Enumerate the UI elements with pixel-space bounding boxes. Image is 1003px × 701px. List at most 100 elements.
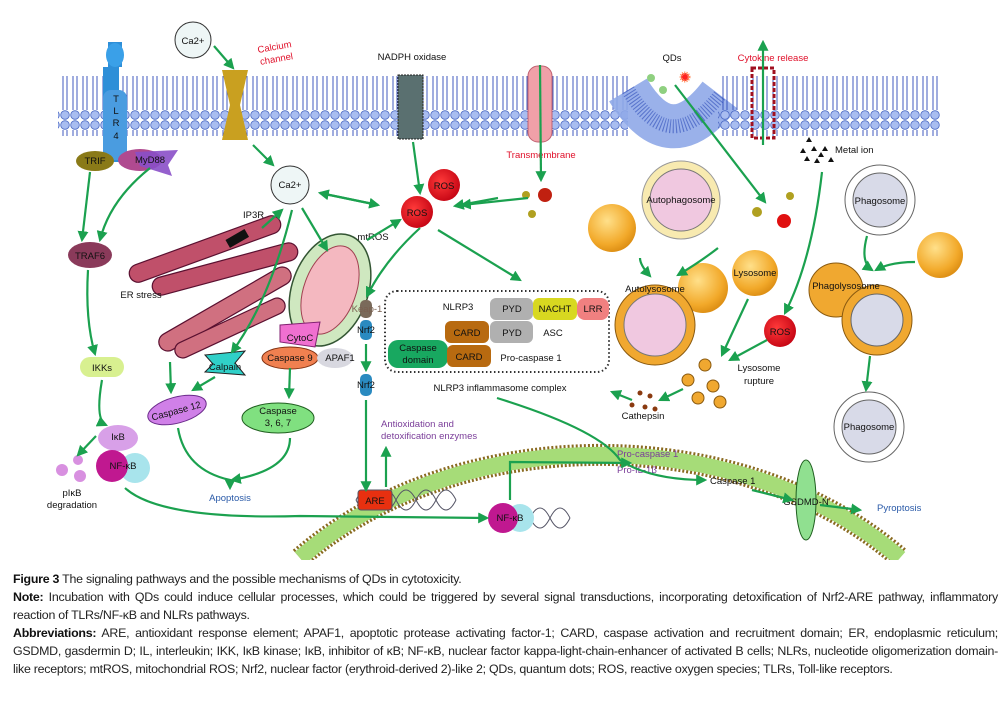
lysosome-label: Lysosome: [734, 268, 777, 279]
calcium-ion-label: Ca2+: [182, 36, 205, 47]
metal-ion-icon: [800, 137, 834, 163]
pyroptosis-label: Pyroptosis: [877, 503, 922, 514]
procaspase1-text: Pro-caspase 1: [617, 449, 678, 460]
ros-label: ROS: [407, 208, 428, 219]
antioxidation-label: Antioxidation and: [381, 419, 454, 430]
trif-shape: [76, 151, 114, 171]
er-stress-label: ER stress: [120, 290, 161, 301]
nrf2-shape: [360, 374, 372, 396]
cytoc-shape: [279, 321, 321, 348]
lysosome-rupture-label: Lysosome: [738, 363, 781, 374]
pyd-domain: [490, 298, 533, 320]
plasma-membrane: [58, 76, 940, 149]
apaf1-label: APAF1: [325, 353, 354, 364]
nrf2-label: Nrf2: [357, 325, 375, 336]
are-label: ARE: [365, 496, 385, 507]
lysosome-icon: [917, 232, 963, 278]
figure-caption: Figure 3 The signaling pathways and the …: [13, 570, 998, 678]
calcium-ion-icon: [270, 165, 310, 205]
pyd-domain: [490, 321, 533, 343]
figure-label: Figure 3: [13, 572, 60, 586]
are-element: [357, 489, 393, 511]
inflammasome-box: [384, 290, 610, 373]
card-domain: [445, 321, 489, 343]
nfkb-label: NF-κB: [110, 461, 137, 472]
phagolysosome-label: Phagolysosome: [812, 281, 880, 292]
lrr-label: LRR: [583, 304, 602, 315]
nfkb-nucleus-shape: [488, 503, 518, 533]
ros-label: ROS: [770, 327, 791, 338]
tlr4-letter: R: [113, 118, 120, 129]
nrf2-shape: [360, 320, 372, 340]
caption-abbreviations: Abbreviations: ARE, antioxidant response…: [13, 624, 998, 678]
nadph-oxidase-label: NADPH oxidase: [378, 52, 447, 63]
nadph-oxidase-shape: [397, 74, 424, 140]
caspase367-label: Caspase: [259, 406, 297, 417]
endoplasmic-reticulum: [128, 215, 299, 359]
autophagosome: [649, 168, 713, 232]
nrf2-label: Nrf2: [357, 380, 375, 391]
calcium-ion-icon: [174, 21, 212, 59]
autolysosome-label: Autolysosome: [625, 284, 685, 295]
phagosome-label: Phagosome: [844, 422, 895, 433]
calcium-channel-shape: [222, 70, 248, 140]
ros-label: ROS: [434, 181, 455, 192]
pikb-fragments-icon: [56, 455, 86, 482]
lrr-domain: [577, 298, 609, 320]
caspase367-shape: [241, 402, 315, 434]
ros-icon: [401, 196, 433, 228]
gsdmd-shape: [795, 459, 817, 541]
note-label: Note:: [13, 590, 44, 604]
pyd-label: PYD: [502, 304, 522, 315]
traf6-label: TRAF6: [75, 251, 105, 262]
gsdmd-label: GSDMD-N: [783, 497, 829, 508]
tlr4-receptor: [103, 42, 127, 162]
nlrp3-label: NLRP3: [443, 302, 474, 313]
calpain-label: Calpain: [209, 362, 241, 373]
pikb-label: pIκB: [62, 488, 81, 499]
caspase-domain: [388, 340, 448, 368]
ros-icon: [764, 315, 796, 347]
caspase1-label: Caspase 1: [710, 476, 755, 487]
nfkb-shape: [120, 453, 150, 483]
traf6-shape: [68, 242, 112, 268]
pathway-arrows: [76, 39, 916, 524]
caspase12-shape: [147, 394, 207, 426]
myd88-label: MyD88: [135, 155, 165, 166]
caspase9-label: Caspase 9: [267, 353, 312, 364]
cytoc-label: CytoC: [287, 333, 314, 344]
tlr4-letter: L: [113, 106, 118, 117]
ikb-label: IκB: [111, 432, 125, 443]
tlr4-letter: 4: [113, 131, 118, 142]
ikb-shape: [98, 425, 138, 451]
caption-note: Note: Incubation with QDs could induce c…: [13, 588, 998, 624]
apoptosis-label: Apoptosis: [209, 493, 251, 504]
abbreviations-text: ARE, antioxidant response element; APAF1…: [13, 626, 998, 676]
lysosome-icon: [588, 204, 636, 252]
abbreviations-label: Abbreviations:: [13, 626, 97, 640]
ip3r-label: IP3R: [243, 210, 264, 221]
caspase367-label: 3, 6, 7: [265, 418, 291, 429]
proil1b-text: Pro-IL-1β: [617, 465, 657, 476]
metal-ion-label: Metal ion: [835, 145, 874, 156]
pikb-label: degradation: [47, 500, 97, 511]
ip3r-channel: [225, 229, 250, 248]
tlr4-letter: T: [113, 94, 119, 105]
figure-title: The signaling pathways and the possible …: [62, 572, 462, 586]
nfkb-label: NF-κB: [497, 513, 524, 524]
caption-title: Figure 3 The signaling pathways and the …: [13, 570, 998, 588]
ikks-label: IKKs: [92, 363, 112, 374]
keap1-shape: [360, 300, 372, 318]
inflammasome-label: NLRP3 inflammasome complex: [433, 383, 566, 394]
trif-label: TRIF: [84, 156, 105, 167]
phagosome-label: Phagosome: [855, 196, 906, 207]
card-label: CARD: [454, 328, 481, 339]
lysosome-icon: [732, 250, 778, 296]
keap1-label: Keap-1: [352, 304, 383, 315]
ros-icon: [428, 169, 460, 201]
autophagosome-label: Autophagosome: [646, 195, 715, 206]
nacht-label: NACHT: [539, 304, 572, 315]
pathway-diagram: T L R 4 TRIF MyD88 Ca2+ Calcium channel …: [47, 21, 963, 560]
caspase-domain-label: Caspase: [399, 343, 437, 354]
lysosome-rupture-label: rupture: [744, 376, 774, 387]
